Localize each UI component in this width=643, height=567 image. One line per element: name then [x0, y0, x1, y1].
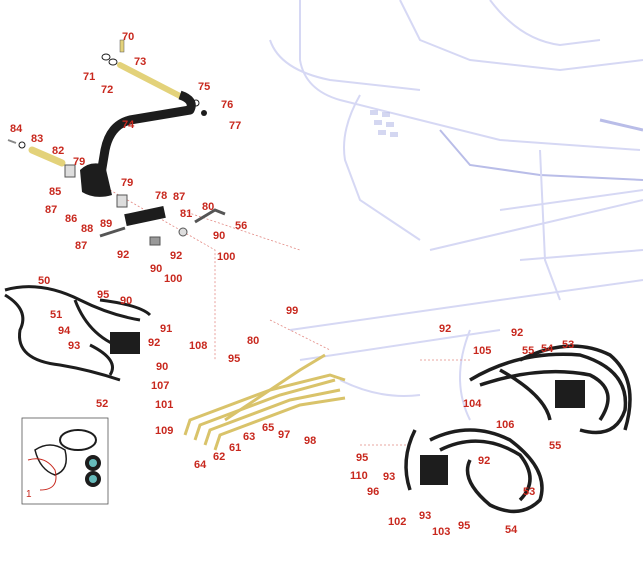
callout-63: 63 [243, 431, 255, 443]
callout-107: 107 [151, 380, 169, 392]
callout-86: 86 [65, 213, 77, 225]
callout-90c: 90 [120, 295, 132, 307]
callout-80b: 80 [247, 335, 259, 347]
lower-motor [420, 455, 448, 485]
callout-93b: 93 [383, 471, 395, 483]
callout-50: 50 [38, 275, 50, 287]
callout-81: 81 [180, 208, 192, 220]
callout-54: 54 [541, 343, 554, 355]
callout-55: 55 [522, 345, 534, 357]
callout-75: 75 [198, 81, 210, 93]
right-hose-bundle [404, 344, 632, 514]
callout-99: 99 [286, 305, 298, 317]
ghost-chassis [269, 0, 643, 421]
callout-73: 73 [134, 56, 146, 68]
callout-101: 101 [155, 399, 173, 411]
callout-76: 76 [221, 99, 233, 111]
callout-89: 89 [100, 218, 112, 230]
callout-105: 105 [473, 345, 491, 357]
callout-95c: 95 [356, 452, 368, 464]
callout-51: 51 [50, 309, 62, 321]
callout-108: 108 [189, 340, 207, 352]
callout-84: 84 [10, 123, 23, 135]
callout-95: 95 [97, 289, 109, 301]
callout-100b: 100 [164, 273, 182, 285]
callout-92c: 92 [148, 337, 160, 349]
callout-72: 72 [101, 84, 113, 96]
callout-91: 91 [160, 323, 172, 335]
callout-64: 64 [194, 459, 207, 471]
callout-62: 62 [213, 451, 225, 463]
callout-92b: 92 [170, 250, 182, 262]
callout-96: 96 [367, 486, 379, 498]
seal-kit-inset: 1 [21, 417, 109, 505]
callout-109: 109 [155, 425, 173, 437]
callout-97: 97 [278, 429, 290, 441]
callout-110: 110 [350, 470, 368, 482]
callout-65: 65 [262, 422, 274, 434]
callout-93c: 93 [419, 510, 431, 522]
callout-87: 87 [45, 204, 57, 216]
callout-90b: 90 [150, 263, 162, 275]
callout-94: 94 [58, 325, 71, 337]
callout-54b: 54 [505, 524, 518, 536]
callout-79b: 79 [121, 177, 133, 189]
callout-79: 79 [73, 156, 85, 168]
callout-78: 78 [155, 190, 167, 202]
callout-61: 61 [229, 442, 241, 454]
callout-92: 92 [117, 249, 129, 261]
brass-pipe-set [183, 353, 346, 451]
callout-95d: 95 [458, 520, 470, 532]
callout-74: 74 [122, 119, 135, 131]
callout-95b: 95 [228, 353, 240, 365]
callout-53: 53 [562, 339, 574, 351]
callout-77: 77 [229, 120, 241, 132]
callout-90d: 90 [156, 361, 168, 373]
callout-83: 83 [31, 133, 43, 145]
callout-90: 90 [213, 230, 225, 242]
ghost-grille [370, 110, 398, 137]
callout-87b: 87 [173, 191, 185, 203]
callout-106: 106 [496, 419, 514, 431]
callout-102: 102 [388, 516, 406, 528]
callout-70: 70 [122, 31, 134, 43]
callout-104: 104 [463, 398, 482, 410]
callout-53b: 53 [523, 486, 535, 498]
callout-55b: 55 [549, 440, 561, 452]
callout-52: 52 [96, 398, 108, 410]
callout-103: 103 [432, 526, 450, 538]
callout-98: 98 [304, 435, 316, 447]
callout-92d: 92 [439, 323, 451, 335]
callout-92e: 92 [511, 327, 523, 339]
callout-100: 100 [217, 251, 235, 263]
inset-label: 1 [26, 489, 32, 500]
callout-labels: 70 71 72 73 75 76 77 84 83 82 74 79 85 87 86 88 89 79 78 87… [10, 31, 574, 538]
callout-82: 82 [52, 145, 64, 157]
callout-92f: 92 [478, 455, 490, 467]
right-motor [555, 380, 585, 408]
callout-88: 88 [81, 223, 93, 235]
callout-56: 56 [235, 220, 247, 232]
callout-71: 71 [83, 71, 95, 83]
callout-93: 93 [68, 340, 80, 352]
callout-87c: 87 [75, 240, 87, 252]
callout-80: 80 [202, 201, 214, 213]
left-valve-block [110, 332, 140, 354]
lift-arm-assembly [7, 39, 226, 246]
callout-85: 85 [49, 186, 61, 198]
